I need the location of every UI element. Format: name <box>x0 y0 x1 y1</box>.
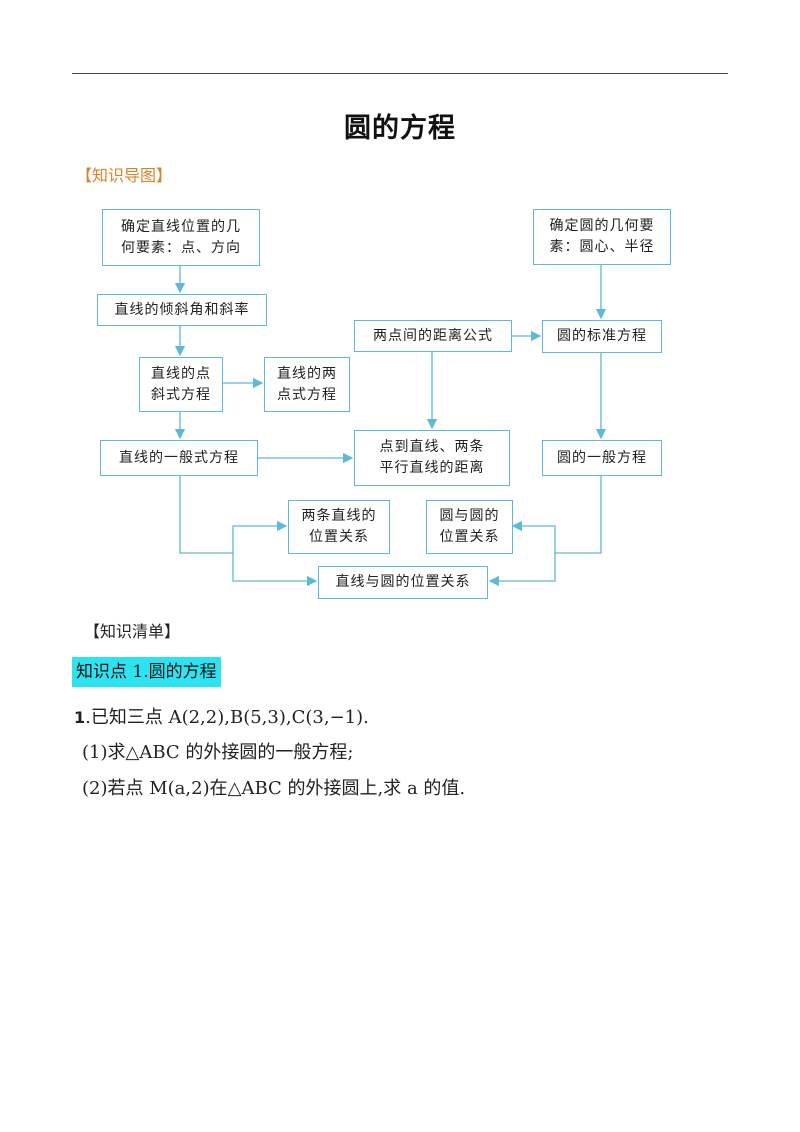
page-title: 圆的方程 <box>344 113 456 144</box>
node-circle-standard: 圆的标准方程 <box>542 320 662 353</box>
node-line-elements: 确定直线位置的几 何要素：点、方向 <box>102 209 260 266</box>
node-two-lines-relation: 两条直线的 位置关系 <box>288 500 390 554</box>
node-two-point: 直线的两 点式方程 <box>264 357 350 412</box>
knowledge-map-diagram: 确定直线位置的几 何要素：点、方向 确定圆的几何要 素：圆心、半径 直线的倾斜角… <box>97 209 671 599</box>
node-distance-two-points: 两点间的距离公式 <box>354 320 512 352</box>
arrow-line-general-to-line-circle <box>232 553 318 587</box>
arrow-circle-general-to-circle-circle <box>511 476 602 554</box>
node-circle-circle-relation: 圆与圆的 位置关系 <box>426 500 513 554</box>
node-slope: 直线的倾斜角和斜率 <box>97 294 267 326</box>
node-point-line-distance: 点到直线、两条 平行直线的距离 <box>354 430 510 486</box>
problem-stem-text: .已知三点 A(2,2),B(5,3),C(3,−1). <box>85 707 369 728</box>
node-circle-elements: 确定圆的几何要 素：圆心、半径 <box>533 209 671 265</box>
problem-number: 1 <box>74 708 86 727</box>
arrow-circle-general-to-line-circle <box>488 553 556 587</box>
node-line-circle-relation: 直线与圆的位置关系 <box>318 566 488 599</box>
node-line-general: 直线的一般式方程 <box>100 440 258 476</box>
arrow-line-general-to-two-lines <box>179 476 288 554</box>
problem-stem: 1.已知三点 A(2,2),B(5,3),C(3,−1). <box>74 703 369 729</box>
section-heading-knowledge-map: 【知识导图】 <box>76 166 173 185</box>
top-rule <box>72 73 728 74</box>
problem-part-1: (1)求△ABC 的外接圆的一般方程; <box>82 742 354 763</box>
node-circle-general: 圆的一般方程 <box>542 440 662 476</box>
node-point-slope: 直线的点 斜式方程 <box>139 357 223 412</box>
problem-part-2: (2)若点 M(a,2)在△ABC 的外接圆上,求 a 的值. <box>82 778 466 799</box>
topic-heading: 知识点 1.圆的方程 <box>72 657 221 687</box>
diagram-connectors <box>174 265 607 587</box>
section-heading-knowledge-list: 【知识清单】 <box>84 622 181 641</box>
